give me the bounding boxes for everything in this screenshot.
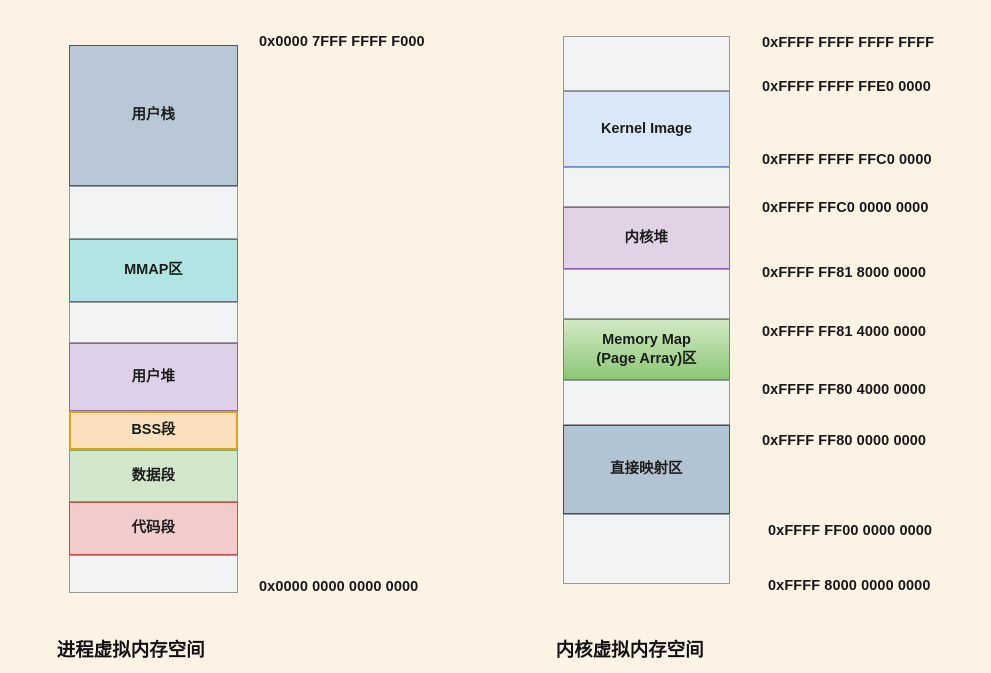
kernel-address-2: 0xFFFF FFFF FFC0 0000 [762, 152, 932, 168]
kernel-address-3: 0xFFFF FFC0 0000 0000 [762, 200, 929, 216]
region-kernel-gap-bottom [563, 514, 730, 584]
region-label-data-segment: 数据段 [131, 467, 176, 484]
kernel-address-7: 0xFFFF FF80 0000 0000 [762, 433, 927, 449]
region-data-segment: 数据段 [69, 450, 238, 502]
region-bss-segment: BSS段 [69, 411, 238, 450]
kernel-memory-column: Kernel Image 内核堆 Memory Map (Page Array)… [563, 36, 730, 584]
region-gap-3 [69, 555, 238, 593]
region-kernel-gap-1 [563, 167, 730, 207]
region-label-user-heap: 用户堆 [131, 368, 176, 385]
kernel-address-4: 0xFFFF FF81 8000 0000 [762, 265, 927, 281]
region-label-kernel-heap: 内核堆 [624, 229, 669, 246]
region-user-stack: 用户栈 [69, 45, 238, 186]
process-space-caption: 进程虚拟内存空间 [57, 639, 206, 660]
kernel-address-1: 0xFFFF FFFF FFE0 0000 [762, 79, 931, 95]
region-gap-1 [69, 186, 238, 239]
region-memory-map: Memory Map (Page Array)区 [563, 319, 730, 380]
region-kernel-gap-3 [563, 380, 730, 425]
kernel-address-9: 0xFFFF 8000 0000 0000 [768, 578, 931, 594]
kernel-address-8: 0xFFFF FF00 0000 0000 [768, 523, 933, 539]
region-kernel-gap-2 [563, 269, 730, 319]
kernel-address-5: 0xFFFF FF81 4000 0000 [762, 324, 927, 340]
region-label-user-stack: 用户栈 [131, 107, 176, 124]
region-label-kernel-image: Kernel Image [600, 120, 693, 137]
process-bottom-address: 0x0000 0000 0000 0000 [259, 579, 419, 595]
region-gap-2 [69, 302, 238, 343]
region-mmap: MMAP区 [69, 239, 238, 302]
region-label-mmap: MMAP区 [124, 262, 183, 279]
process-top-address: 0x0000 7FFF FFFF F000 [259, 34, 425, 50]
region-kernel-gap-top [563, 36, 730, 91]
kernel-address-6: 0xFFFF FF80 4000 0000 [762, 382, 927, 398]
process-memory-column: 用户栈 MMAP区 用户堆 BSS段 数据段 代码段 [69, 45, 238, 593]
region-label-direct-mapping: 直接映射区 [610, 461, 683, 478]
region-kernel-image: Kernel Image [563, 91, 730, 167]
region-kernel-heap: 内核堆 [563, 207, 730, 269]
region-label-bss-segment: BSS段 [131, 422, 176, 439]
region-direct-mapping: 直接映射区 [563, 425, 730, 514]
region-label-text-segment: 代码段 [131, 520, 176, 537]
kernel-address-0: 0xFFFF FFFF FFFF FFFF [762, 35, 935, 51]
region-user-heap: 用户堆 [69, 343, 238, 411]
region-text-segment: 代码段 [69, 502, 238, 555]
region-label-memory-map: Memory Map (Page Array)区 [596, 332, 697, 367]
kernel-space-caption: 内核虚拟内存空间 [556, 639, 705, 660]
